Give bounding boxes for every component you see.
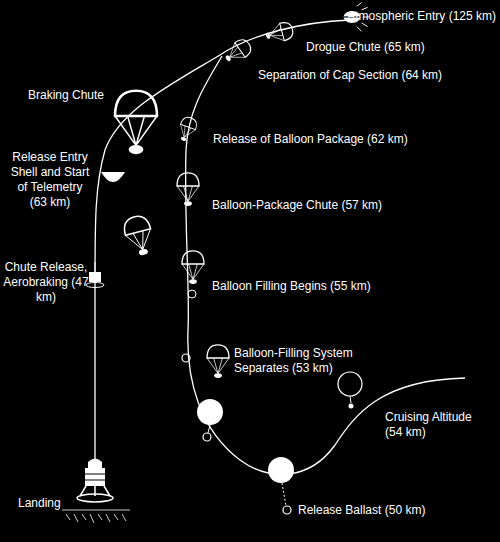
balloon (197, 399, 223, 441)
stage-label: Cruising Altitude (54 km) (385, 410, 485, 440)
stage-label: Balloon-Filling System Separates (53 km) (234, 346, 369, 376)
stage-label: Separation of Cap Section (64 km) (258, 68, 442, 83)
stage-label: Atmospheric Entry (125 km) (347, 9, 496, 24)
stage-label: Chute Release, Aerobraking (47 km) (2, 260, 90, 305)
filling-system (207, 345, 229, 378)
cap-separation (221, 36, 254, 66)
balloon (338, 372, 362, 409)
planet-surface (62, 510, 130, 523)
entry-shell (101, 172, 125, 182)
braking-chute (115, 91, 157, 154)
gondola (182, 354, 190, 362)
descending-lander (86, 262, 104, 288)
stage-label: Release Entry Shell and Start of Telemet… (8, 150, 92, 210)
stage-label: Braking Chute (28, 88, 104, 103)
released-chute (121, 214, 156, 259)
stage-label: Landing (18, 496, 61, 511)
stage-label: Drogue Chute (65 km) (306, 40, 425, 55)
stage-label: Balloon-Package Chute (57 km) (212, 198, 382, 213)
landed-lander (77, 459, 113, 503)
stage-label: Release Ballast (50 km) (298, 503, 425, 518)
balloon-package (176, 115, 199, 143)
balloon-filling (182, 251, 204, 298)
drogue-chute (264, 21, 295, 45)
balloon (268, 457, 294, 514)
lander-trajectory (95, 20, 350, 470)
balloon-package-chute (177, 173, 199, 206)
stage-label: Release of Balloon Package (62 km) (213, 132, 408, 147)
stage-label: Balloon Filling Begins (55 km) (212, 279, 371, 294)
